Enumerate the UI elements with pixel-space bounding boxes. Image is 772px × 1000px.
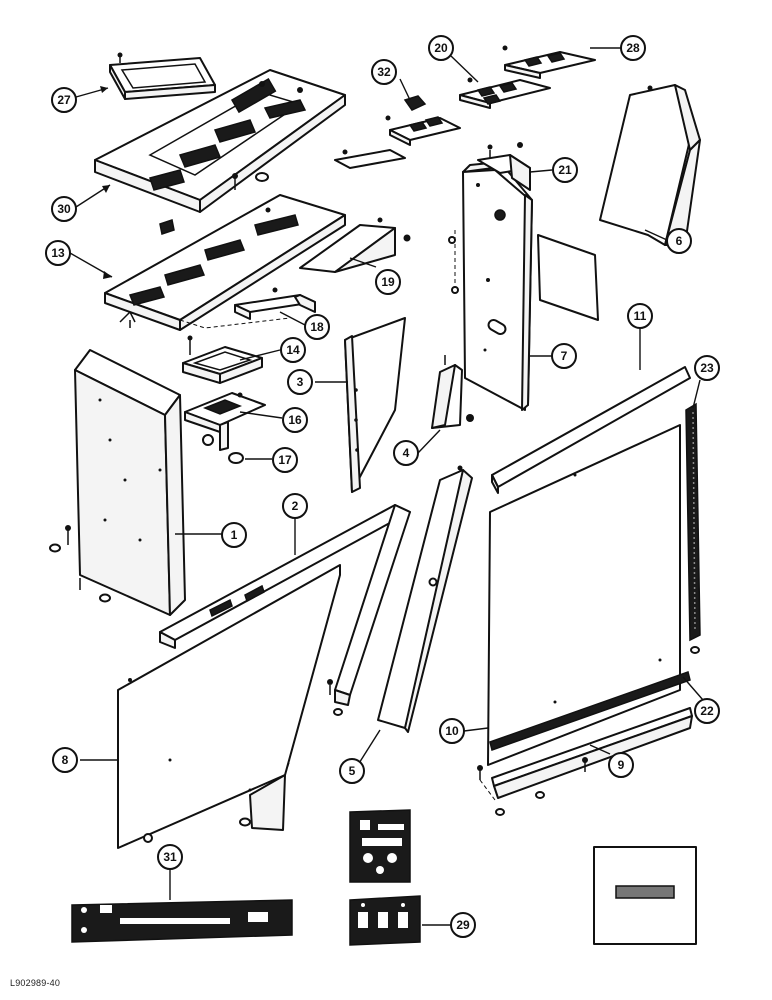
svg-text:11: 11 [634,309,647,323]
svg-text:32: 32 [377,65,391,79]
svg-text:31: 31 [163,850,177,864]
part-23-seal [685,402,701,642]
part-21-cap [477,154,531,191]
callout-28: 28 [620,35,646,61]
part-4-gusset [431,355,474,429]
drawing-reference: L902989-40 [10,978,61,988]
part-1-panel [49,349,186,616]
part-20-plate [459,77,551,109]
part-7-post [448,142,599,411]
svg-text:7: 7 [561,349,568,363]
callout-27: 27 [51,87,77,113]
callout-16: 16 [282,407,308,433]
callout-13: 13 [45,240,71,266]
svg-text:20: 20 [434,41,448,55]
callout-9: 9 [608,752,634,778]
part-30-tray [94,69,346,213]
svg-text:1: 1 [231,528,238,542]
part-6-shield [599,84,701,246]
part-14-bracket [182,335,263,384]
callout-14: 14 [280,337,306,363]
callout-1: 1 [221,522,247,548]
part-29-control-panels [349,809,421,946]
svg-text:9: 9 [618,758,625,772]
callout-6: 6 [666,228,692,254]
svg-text:2: 2 [292,499,299,513]
callout-4: 4 [393,440,419,466]
callout-20: 20 [428,35,454,61]
svg-text:22: 22 [700,704,714,718]
callout-10: 10 [439,718,465,744]
svg-text:21: 21 [558,163,572,177]
svg-text:5: 5 [349,764,356,778]
screws-upper [117,52,269,190]
callout-22: 22 [694,698,720,724]
part-19-bracket [299,217,411,273]
svg-text:3: 3 [297,375,304,389]
part-small-plate [334,149,406,169]
svg-text:29: 29 [456,918,470,932]
part-2-trim [159,504,411,716]
svg-text:18: 18 [310,320,324,334]
part-17-nut [228,452,244,464]
svg-text:17: 17 [278,453,292,467]
svg-text:10: 10 [445,724,459,738]
callout-30: 30 [51,196,77,222]
part-10-panel [457,424,700,766]
part-31-plate [71,899,293,943]
svg-text:28: 28 [626,41,640,55]
part-18-bracket [234,287,316,320]
part-28-plate [502,45,596,79]
callout-8: 8 [52,747,78,773]
callout-5: 5 [339,758,365,784]
svg-text:19: 19 [381,275,395,289]
svg-text:30: 30 [57,202,71,216]
part-22-strip [489,671,691,751]
svg-text:6: 6 [676,234,683,248]
callout-11: 11 [627,303,653,329]
part-27-cover [109,57,216,100]
callout-3: 3 [287,369,313,395]
part-5-trim [377,466,473,733]
svg-text:8: 8 [62,753,69,767]
callout-31: 31 [157,844,183,870]
svg-text:13: 13 [51,246,65,260]
part-8-panel [117,564,341,849]
part-3-bracket [344,317,406,493]
callout-32: 32 [371,59,397,85]
callout-19: 19 [375,269,401,295]
svg-text:4: 4 [403,446,410,460]
callout-21: 21 [552,157,578,183]
svg-text:23: 23 [700,361,714,375]
part-13-plate [104,194,346,331]
callout-23: 23 [694,355,720,381]
decal-sheet [593,846,697,945]
callout-17: 17 [272,447,298,473]
part-9-strip [477,707,693,816]
callout-2: 2 [282,493,308,519]
callout-18: 18 [304,314,330,340]
svg-text:14: 14 [286,343,300,357]
callout-7: 7 [551,343,577,369]
part-11-strip [491,366,691,494]
leader-lines [69,47,704,926]
svg-text:16: 16 [288,413,302,427]
svg-text:27: 27 [57,93,71,107]
part-32-switch [385,95,461,146]
part-16-bracket [184,392,266,451]
callout-29: 29 [450,912,476,938]
